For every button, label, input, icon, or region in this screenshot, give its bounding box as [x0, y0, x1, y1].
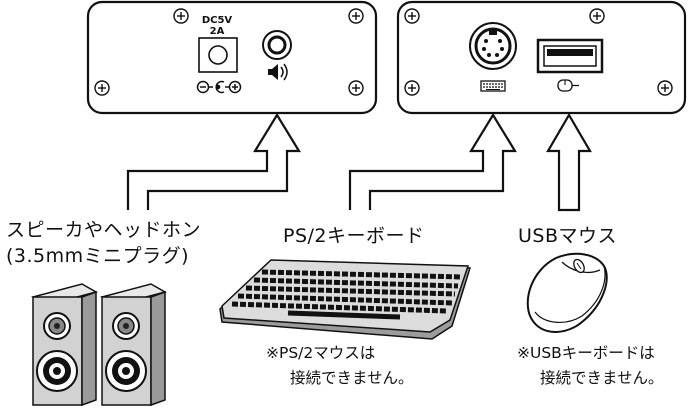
power-current-label: 2A: [210, 26, 225, 37]
polarity-icon: [196, 80, 242, 94]
audio-jack-icon: [262, 30, 292, 60]
keyboard-illustration: [219, 259, 472, 340]
dc-power-jack-icon: [198, 37, 238, 73]
usb-port-icon: [536, 38, 604, 74]
screw-icon: [404, 8, 673, 96]
mouse-icon: [557, 79, 579, 92]
screw-icon: [94, 8, 364, 96]
speakers-illustration: [31, 283, 167, 407]
ps2-mouse-note-line2: 接続できません。: [290, 369, 414, 387]
usb-keyboard-note-line2: 接続できません。: [540, 369, 664, 387]
speaker-plug-label: (3.5mmミニプラグ): [6, 245, 190, 267]
power-rating-label: DC5V: [202, 15, 233, 26]
keyboard-icon: [480, 80, 506, 92]
arrow-mouse-to-usb: [546, 112, 592, 212]
ps2-port-icon: [469, 22, 517, 70]
right-panel: [396, 0, 687, 115]
speaker-label: スピーカやヘッドホン: [6, 219, 202, 241]
arrow-speaker-to-audio: [126, 112, 301, 210]
arrow-keyboard-to-ps2: [348, 112, 517, 210]
usb-keyboard-note: ※USBキーボードは: [517, 344, 655, 362]
usb-mouse-label: USBマウス: [518, 225, 618, 247]
ps2-keyboard-label: PS/2キーボード: [283, 225, 425, 247]
ps2-mouse-note: ※PS/2マウスは: [266, 344, 376, 362]
speaker-volume-icon: [268, 63, 288, 81]
left-panel: DC5V 2A: [86, 0, 378, 115]
mouse-illustration: [526, 252, 608, 333]
